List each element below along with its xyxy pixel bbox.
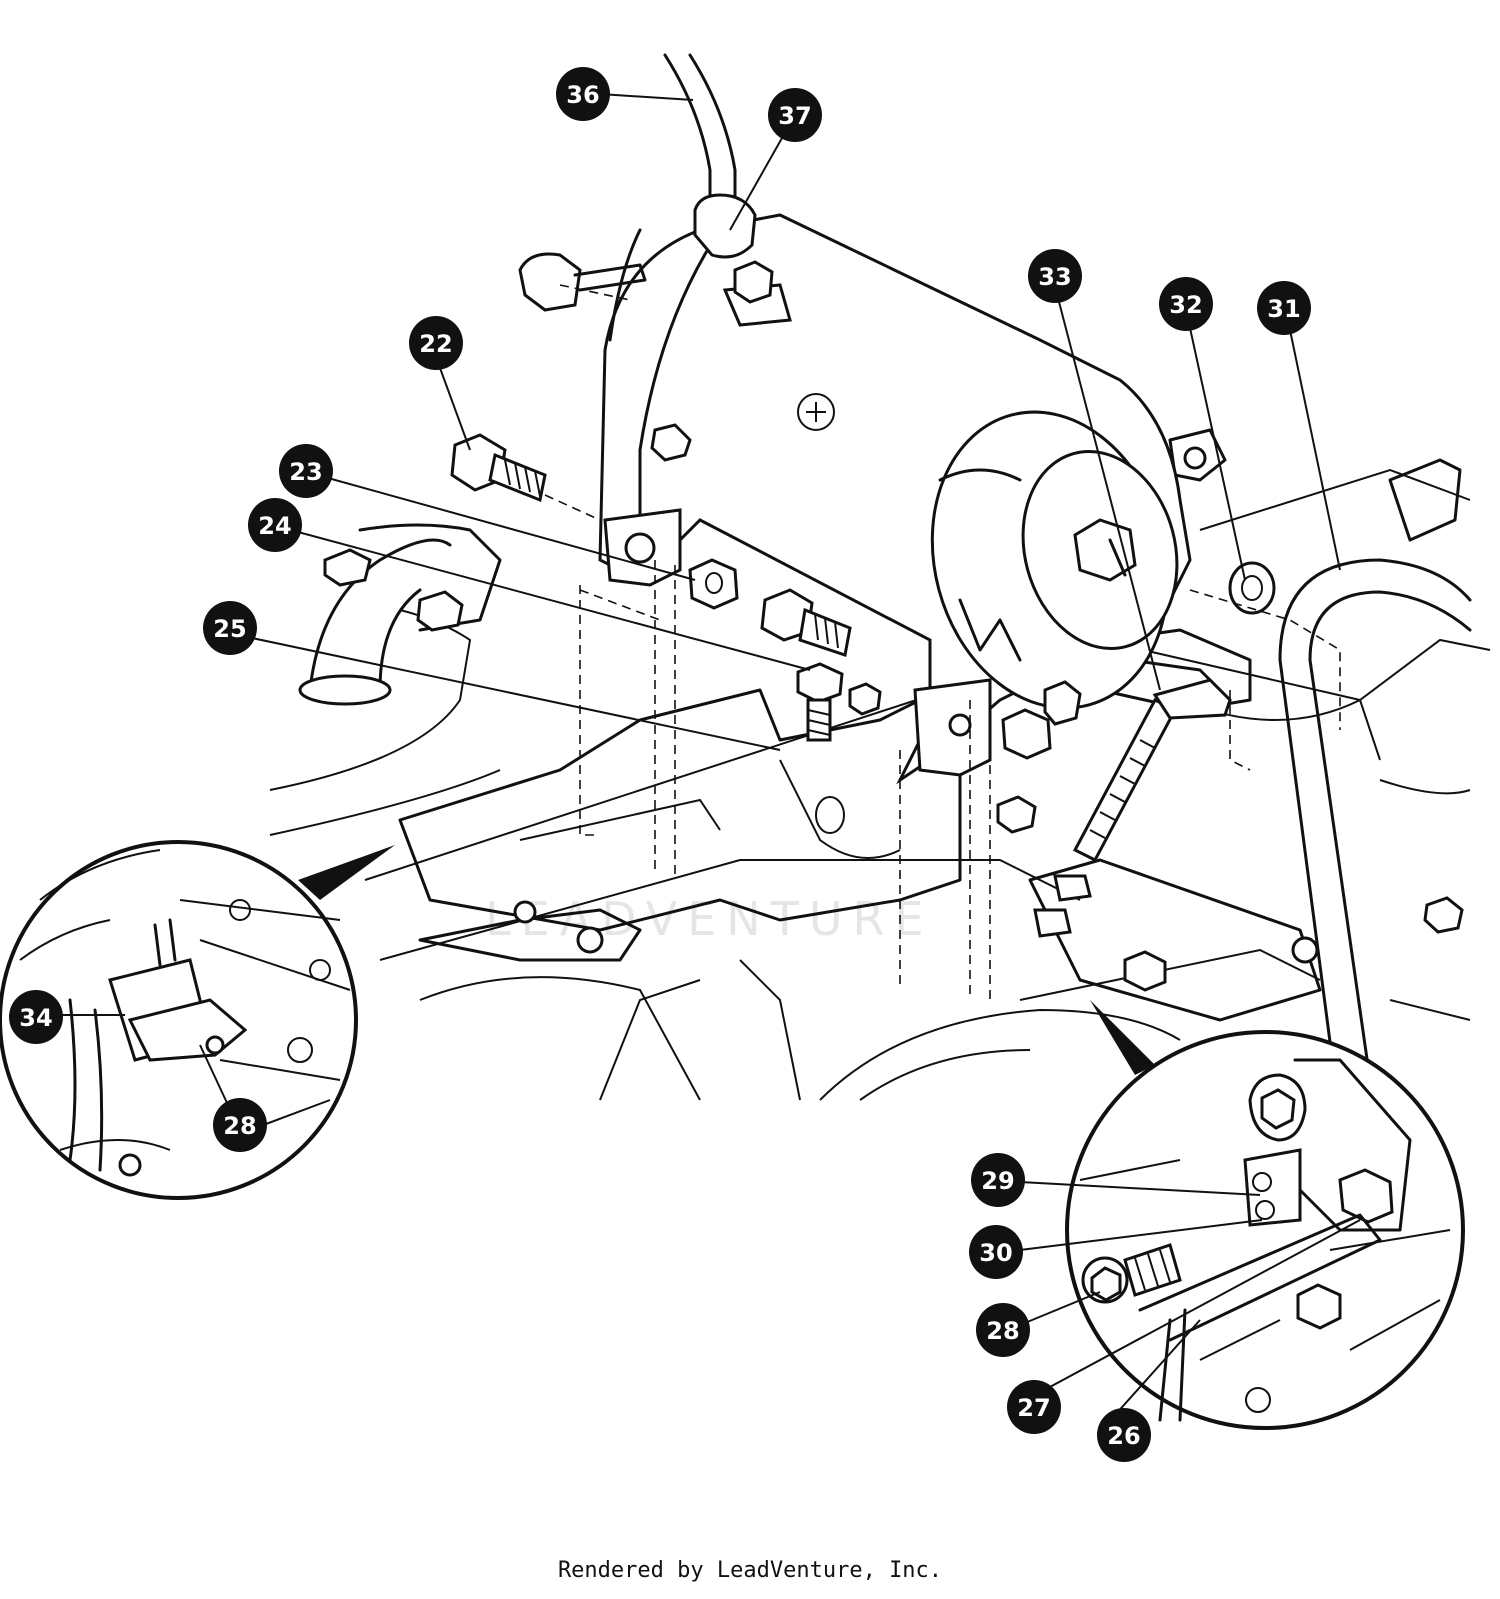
callout-label: 37	[778, 102, 811, 130]
hardware-24-studs	[323, 548, 464, 632]
callout: 22	[409, 316, 463, 370]
callout-label: 28	[986, 1317, 1019, 1345]
engine-outline	[269, 428, 1491, 1101]
drive-belt	[1278, 558, 1472, 1082]
detail-view-right	[1065, 1030, 1465, 1430]
callout: 32	[1159, 277, 1213, 331]
explode-guide-lines	[544, 284, 1341, 1005]
callout: 25	[203, 601, 257, 655]
callout: 31	[1257, 281, 1311, 335]
alternator-assembly	[518, 213, 1192, 785]
leader-lines	[58, 93, 1361, 1416]
callout-label: 27	[1017, 1394, 1050, 1422]
callout: 23	[279, 444, 333, 498]
callout: 28	[976, 1303, 1030, 1357]
callout: 33	[1028, 249, 1082, 303]
callout: 30	[969, 1225, 1023, 1279]
callout-label: 26	[1107, 1422, 1140, 1450]
callout: 36	[556, 67, 610, 121]
callout: 24	[248, 498, 302, 552]
belt-adjuster-rod	[1072, 678, 1232, 862]
hardware-32-washer	[1228, 561, 1276, 615]
callout-label: 25	[213, 615, 246, 643]
callout: 27	[1007, 1380, 1061, 1434]
callout-label: 33	[1038, 263, 1071, 291]
callout-label: 34	[19, 1004, 52, 1032]
hardware-22-bolt	[450, 433, 547, 503]
callout-label: 29	[981, 1167, 1014, 1195]
callout-label: 31	[1267, 295, 1300, 323]
callout: 34	[9, 990, 63, 1044]
watermark-text: LEADVENTURE	[485, 892, 934, 946]
callout: 29	[971, 1153, 1025, 1207]
hardware-bolt-center	[760, 588, 882, 742]
callout: 26	[1097, 1408, 1151, 1462]
callout-label: 30	[979, 1239, 1012, 1267]
detail-view-left	[0, 840, 358, 1200]
hardware-23-nut	[688, 558, 739, 610]
callout-label: 28	[223, 1112, 256, 1140]
callout-label: 32	[1169, 291, 1202, 319]
footer-credit: Rendered by LeadVenture, Inc.	[557, 1558, 943, 1583]
wire-harness	[663, 53, 757, 259]
hardware-nut-right	[996, 680, 1082, 834]
callout-label: 22	[419, 330, 452, 358]
callout: 37	[768, 88, 822, 142]
zoom-pointers	[298, 845, 1155, 1075]
callout: 28	[213, 1098, 267, 1152]
callout-label: 24	[258, 512, 291, 540]
callout-label: 36	[566, 81, 599, 109]
callout-label: 23	[289, 458, 322, 486]
